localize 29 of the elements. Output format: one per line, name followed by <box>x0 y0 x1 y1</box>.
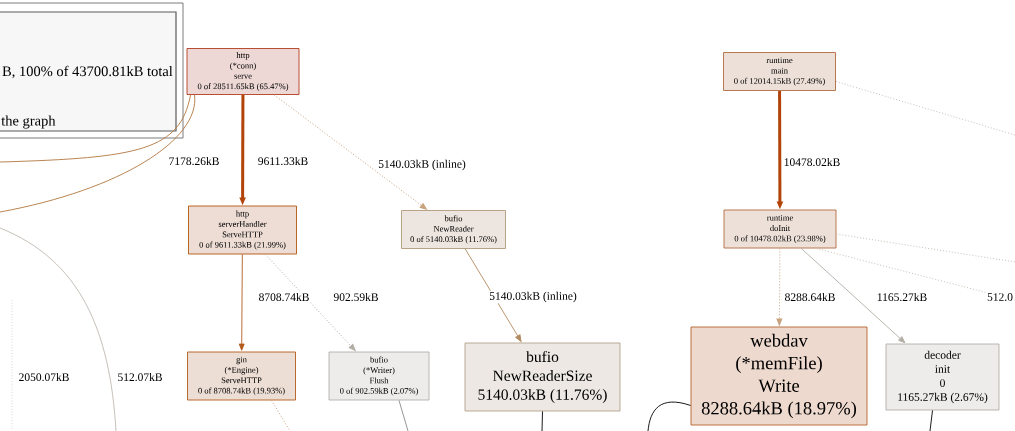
edge-label: 902.59kB <box>332 291 380 303</box>
value-label: 2050.07kB <box>17 371 71 383</box>
arrow <box>464 248 522 342</box>
legend-box: B, 100% of 43700.81kB total the graph <box>0 2 184 139</box>
edge-label: 5140.03kB (inline) <box>488 290 578 304</box>
value-label: 512.07kB <box>116 371 164 383</box>
edge-label: 512.0 <box>986 292 1014 302</box>
function-box: bufio (*Writer) Flush 0 of 902.59kB (2.07%) <box>328 351 430 401</box>
function-box: bufio NewReaderSize 5140.03kB (11.76%) <box>464 342 621 412</box>
function-box: runtime main 0 of 12014.15kB (27.49%) <box>723 52 836 91</box>
edge-label: 10478.02kB <box>782 156 842 168</box>
edge-label: 8708.74kB <box>257 291 311 303</box>
arrow <box>238 254 245 351</box>
function-box: decoder init 0 1165.27kB (2.67%) <box>885 343 1000 411</box>
function-box: http (*conn) serve 0 of 28511.65kB (65.47%) <box>186 48 300 95</box>
arrow <box>264 253 356 351</box>
edge-label: 8288.64kB <box>783 291 837 303</box>
function-box: runtime doInit 0 of 10478.02kB (23.98%) <box>723 209 837 249</box>
function-box: gin (*Engine) ServeHTTP 0 of 8708.74kB (19.93%) <box>187 351 296 401</box>
arrow <box>273 94 427 210</box>
arrow <box>776 247 783 326</box>
function-box: http serverHandler ServeHTTP 0 of 9611.33kB (21.99%) <box>188 205 297 255</box>
arrow <box>800 248 906 344</box>
edge-label: 9611.33kB <box>256 155 310 167</box>
function-box: bufio NewReader 0 of 5140.03kB (11.76%) <box>401 210 506 249</box>
edge-label: 5140.03kB (inline) <box>377 158 467 172</box>
function-box: webdav (*memFile) Write 8288.64kB (18.97%) <box>690 326 868 426</box>
edge-label: 7178.26kB <box>167 155 221 167</box>
edge-label: 1165.27kB <box>875 291 929 303</box>
